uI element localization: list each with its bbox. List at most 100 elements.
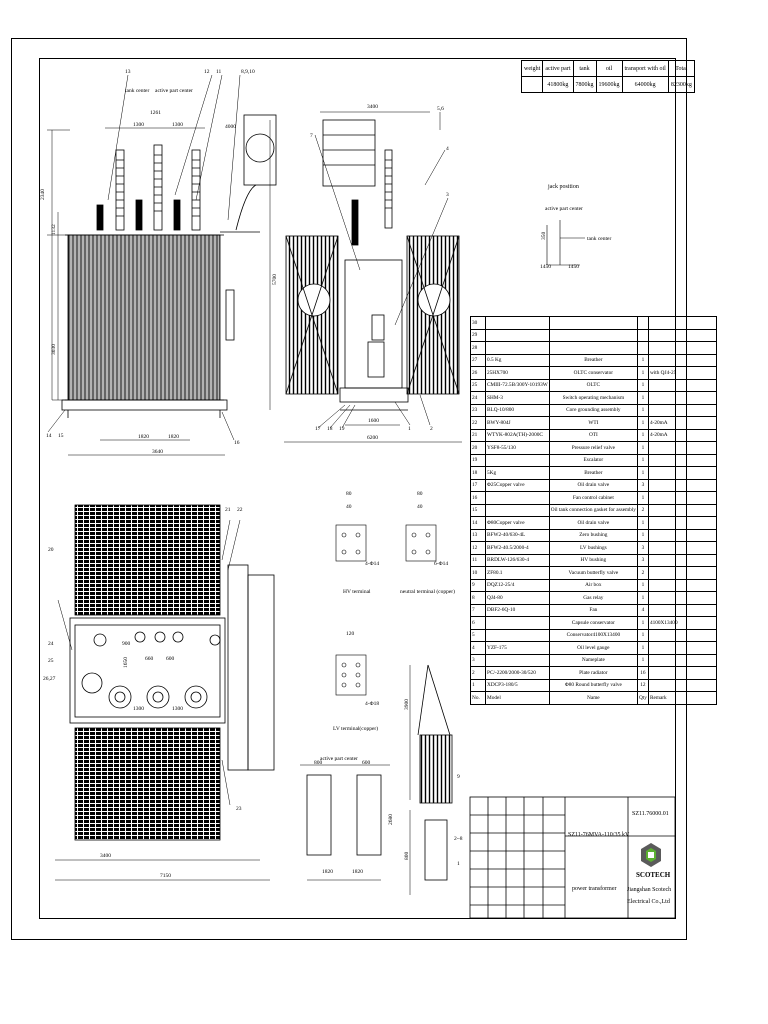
top-view: [55, 504, 275, 881]
parts-cell-qty: 1: [636, 416, 649, 430]
parts-cell-remark: [647, 503, 717, 517]
parts-cell-model: 25HX700: [485, 366, 550, 380]
label-term-hole-3: 4-Φ18: [365, 701, 379, 707]
parts-cell-name: Nameplate: [548, 653, 638, 667]
parts-header-model: Model: [485, 691, 550, 705]
parts-cell-qty: 1: [636, 628, 649, 642]
dim-front-w5: 3640: [152, 449, 163, 455]
parts-cell-name: [548, 328, 638, 342]
parts-cell-remark: 4-20mA: [647, 416, 717, 430]
parts-cell-no: 17: [470, 478, 486, 492]
callout-12: 12: [204, 69, 210, 75]
weight-value-oil: 19600kg: [595, 76, 623, 93]
weight-value-active-part: 41800kg: [542, 76, 574, 93]
parts-cell-remark: 4-20mA: [647, 428, 717, 442]
parts-cell-name: Capsule conservator: [548, 616, 638, 630]
parts-cell-no: 5: [470, 628, 486, 642]
parts-cell-qty: 1: [636, 591, 649, 605]
dim-front-w1: 1300: [133, 122, 144, 128]
parts-cell-qty: 16: [636, 666, 649, 680]
parts-cell-model: [485, 328, 550, 342]
callout-19: 19: [339, 426, 345, 432]
callout-8-9-10: 8,9,10: [241, 69, 255, 75]
drawing-text: tank center active part center jack posi…: [40, 69, 611, 879]
callout-21: 21: [225, 507, 231, 513]
parts-cell-remark: [647, 641, 717, 655]
parts-cell-qty: 1: [636, 403, 649, 417]
parts-cell-remark: [647, 666, 717, 680]
parts-cell-remark: [647, 378, 717, 392]
parts-cell-name: Oil drain valve: [548, 516, 638, 530]
label-active-part-center-2: active part center: [545, 206, 583, 212]
parts-cell-qty: [636, 328, 649, 342]
parts-cell-remark: [647, 353, 717, 367]
dim-jack-1450a: 1450: [540, 264, 551, 270]
parts-row: 28: [470, 341, 717, 355]
parts-cell-model: Φ25Copper valve: [485, 478, 550, 492]
parts-cell-name: Core grounding assembly: [548, 403, 638, 417]
label-term-80b: 80: [417, 491, 423, 497]
parts-cell-model: ZF80.1: [485, 566, 550, 580]
parts-cell-qty: 2: [636, 503, 649, 517]
dim-top-660: 660: [145, 656, 154, 662]
callout-2-8: 2~8: [454, 836, 463, 842]
parts-cell-no: 4: [470, 641, 486, 655]
parts-cell-no: 26: [470, 366, 486, 380]
parts-cell-model: [485, 341, 550, 355]
parts-cell-no: 25: [470, 378, 486, 392]
parts-header-qty: Qty: [636, 691, 649, 705]
dim-sm-3900: 3900: [404, 699, 410, 710]
callout-16: 16: [234, 440, 240, 446]
parts-cell-no: 2: [470, 666, 486, 680]
dim-top-1300: 1300: [133, 706, 144, 712]
dim-front-height-total: 5700: [272, 274, 278, 285]
parts-cell-qty: 1: [636, 428, 649, 442]
parts-cell-no: 13: [470, 528, 486, 542]
parts-cell-no: 7: [470, 603, 486, 617]
label-lv-terminal: LV terminal(copper): [333, 725, 378, 732]
label-hv-terminal: HV terminal: [343, 589, 371, 595]
parts-header-no: No.: [470, 691, 486, 705]
dim-1261: 1261: [150, 110, 161, 116]
parts-cell-no: 10: [470, 566, 486, 580]
parts-cell-remark: [647, 541, 717, 555]
dim-top-w1: 3400: [100, 853, 111, 859]
parts-cell-remark: [647, 653, 717, 667]
parts-cell-model: QJ4-80: [485, 591, 550, 605]
parts-cell-remark: with QJ4-25: [647, 366, 717, 380]
dim-front-h1: 2340: [40, 189, 46, 200]
parts-cell-name: Φ80 Round butterfly valve: [548, 678, 638, 692]
parts-cell-no: 20: [470, 441, 486, 455]
dim-sm-800: 800: [404, 852, 410, 861]
label-tank-center-2: tank center: [587, 236, 611, 242]
label-active-part-center-3: active part center: [320, 756, 358, 762]
parts-cell-qty: 3: [636, 478, 649, 492]
small-conservator-sketch: [409, 664, 453, 895]
parts-cell-model: [485, 628, 550, 642]
parts-cell-model: PC/-2200/2000-30/520: [485, 666, 550, 680]
parts-cell-remark: [647, 316, 717, 330]
callout-25: 25: [48, 658, 54, 664]
dim-cp-2680: 2680: [388, 814, 394, 825]
callout-18: 18: [327, 426, 333, 432]
weight-header-active-part: active part: [542, 60, 574, 77]
parts-header-row: No. Model Name Qty Remark: [470, 691, 717, 705]
callout-26-27: 26,27: [43, 676, 56, 682]
parts-cell-remark: [647, 478, 717, 492]
weight-value-transport: 64000kg: [621, 76, 669, 93]
parts-cell-qty: 2: [636, 566, 649, 580]
parts-cell-no: 6: [470, 616, 486, 630]
callout-5-6: 5,6: [437, 106, 444, 112]
parts-cell-remark: 4100X13400: [647, 616, 717, 630]
callout-11: 11: [216, 69, 222, 75]
parts-cell-qty: 1: [636, 441, 649, 455]
parts-cell-model: WTYK-802A(TH)-2000C: [485, 428, 550, 442]
parts-cell-model: BFW2-40/630-4L: [485, 528, 550, 542]
parts-cell-model: XDCP3-180/5: [485, 678, 550, 692]
parts-cell-no: 3: [470, 653, 486, 667]
